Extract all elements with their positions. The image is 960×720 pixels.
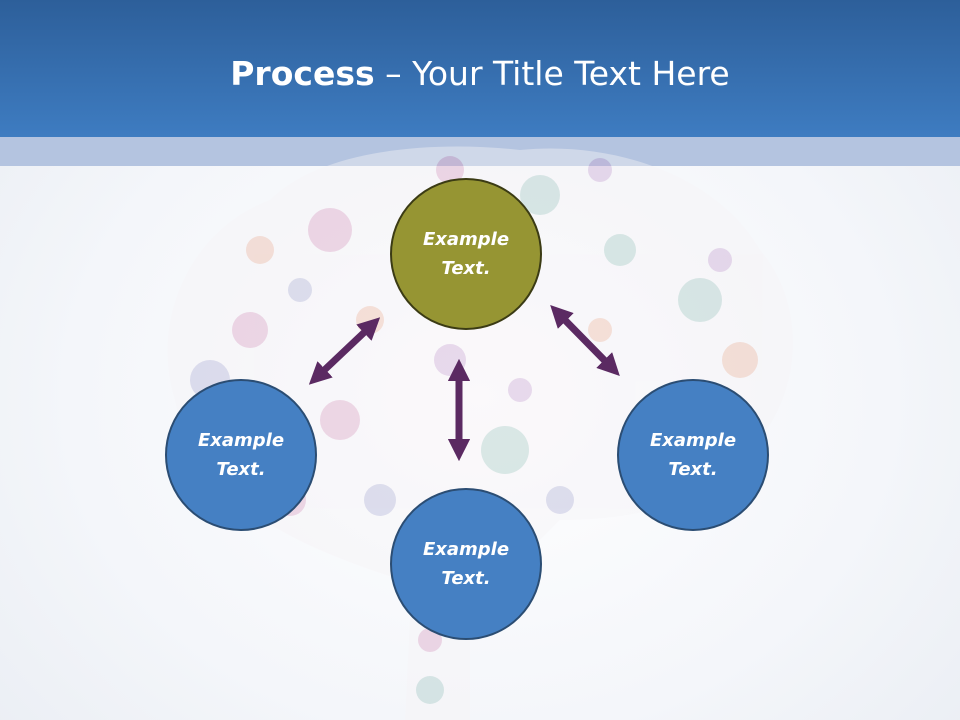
slide-title: Process – Your Title Text Here [0,52,960,96]
header-band [0,137,960,166]
node-right: Example Text. [617,379,769,531]
node-bottom: Example Text. [390,488,542,640]
node-right-text: Example Text. [649,430,737,480]
node-top-text: Example Text. [422,229,510,279]
title-rest: – Your Title Text Here [374,54,730,93]
node-left: Example Text. [165,379,317,531]
title-bold: Process [230,54,375,93]
node-left-text: Example Text. [197,430,285,480]
header-bar [0,0,960,137]
node-bottom-text: Example Text. [422,539,510,589]
node-top: Example Text. [390,178,542,330]
